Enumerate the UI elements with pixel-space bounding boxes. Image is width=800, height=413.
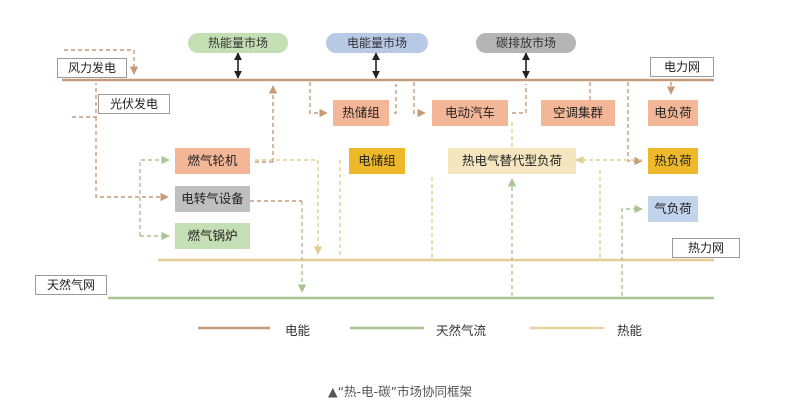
gas-to-turbine [139, 155, 170, 236]
pv-to-bus [72, 83, 97, 118]
heat-load-box: 热负荷 [648, 148, 698, 174]
pv-power-label: 光伏发电 [98, 94, 170, 114]
bus-to-ev [413, 82, 426, 118]
power-grid-label: 电力网 [650, 57, 714, 77]
bus-to-heat-storage [309, 82, 328, 118]
pv-to-p2g [95, 117, 169, 202]
heat-storage-to-bus [394, 84, 397, 114]
gas-boiler-box: 燃气锅炉 [175, 223, 250, 249]
figure-caption: ▲“热-电-碳”市场协同框架 [327, 384, 473, 399]
power-market: 电能量市场 [326, 33, 428, 53]
heat-grid-label: 热力网 [672, 238, 740, 258]
carbon-market: 碳排放市场 [476, 33, 576, 53]
legend-gas-label: 天然气流 [436, 323, 487, 338]
legend-heat-label: 热能 [617, 323, 643, 338]
substitute-load-box: 热电气替代型负荷 [448, 148, 576, 174]
p2g-device-box: 电转气设备 [175, 186, 250, 212]
gas-grid-label: 天然气网 [35, 275, 107, 295]
ev-to-bus [512, 84, 527, 114]
heat-storage-box: 热储组 [333, 100, 389, 126]
turbine-to-heat-bus [255, 159, 323, 255]
elec-storage-box: 电储组 [349, 148, 405, 174]
heat-market: 热能量市场 [188, 33, 288, 53]
ac-cluster-box: 空调集群 [541, 100, 615, 126]
gas-turbine-box: 燃气轮机 [175, 148, 250, 174]
elec-load-box: 电负荷 [648, 100, 698, 126]
legend-power-label: 电能 [285, 323, 311, 338]
wind-power-label: 风力发电 [57, 58, 127, 78]
ev-box: 电动汽车 [432, 100, 508, 126]
wind-to-bus [64, 49, 139, 75]
gas-load-box: 气负荷 [648, 196, 698, 222]
gas-to-gas-load [621, 204, 643, 296]
bus-to-heat-load [627, 82, 643, 166]
